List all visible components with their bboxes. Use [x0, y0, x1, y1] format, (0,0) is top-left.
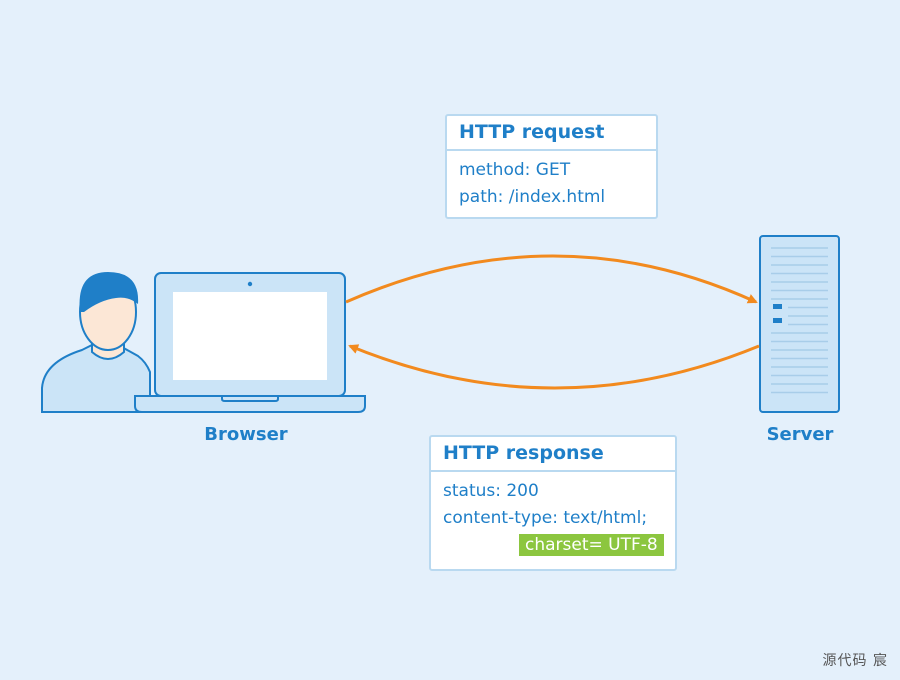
request-arrow	[345, 254, 758, 304]
http-response-title: HTTP response	[431, 437, 675, 472]
response-arrow	[348, 344, 760, 390]
http-response-body: status: 200 content-type: text/html; cha…	[431, 472, 675, 565]
request-path-line: path: /index.html	[459, 187, 606, 207]
browser-label: Browser	[204, 424, 288, 445]
http-response-box: HTTP response status: 200 content-type: …	[429, 435, 677, 571]
response-status-line: status: 200	[443, 481, 539, 501]
http-request-body: method: GET path: /index.html	[447, 151, 656, 217]
user-icon	[41, 272, 151, 413]
laptop-icon	[134, 272, 366, 413]
request-method-line: method: GET	[459, 160, 571, 180]
http-request-title: HTTP request	[447, 116, 656, 151]
http-request-box: HTTP request method: GET path: /index.ht…	[445, 114, 658, 219]
watermark: 源代码 宸	[822, 653, 888, 669]
server-icon	[759, 235, 840, 413]
charset-badge: charset= UTF-8	[519, 534, 664, 556]
response-content-type-line: content-type: text/html;	[443, 508, 648, 528]
server-label: Server	[766, 424, 834, 445]
response-charset-line: charset= UTF-8	[443, 532, 664, 559]
